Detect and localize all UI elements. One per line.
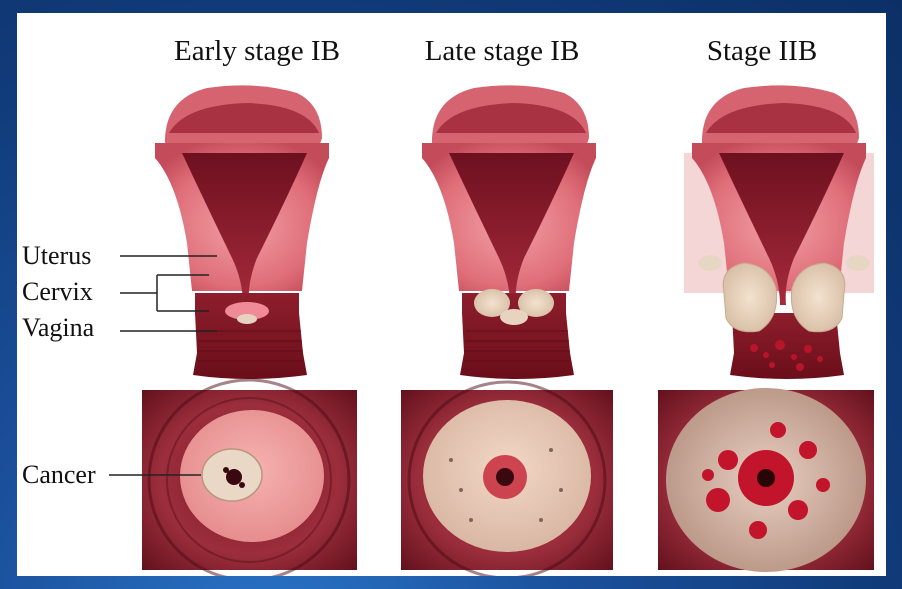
anatomy-illustration <box>17 13 886 576</box>
cervix-view-stage-iib <box>658 388 874 572</box>
figure-panel: Early stage IB Late stage IB Stage IIB U… <box>17 13 886 576</box>
uterus-stage-iib <box>684 85 874 379</box>
cervix-view-early <box>142 380 357 576</box>
cervix-view-late <box>401 382 613 576</box>
uterus-early-stage <box>155 85 329 379</box>
uterus-late-stage-ib <box>422 85 596 379</box>
